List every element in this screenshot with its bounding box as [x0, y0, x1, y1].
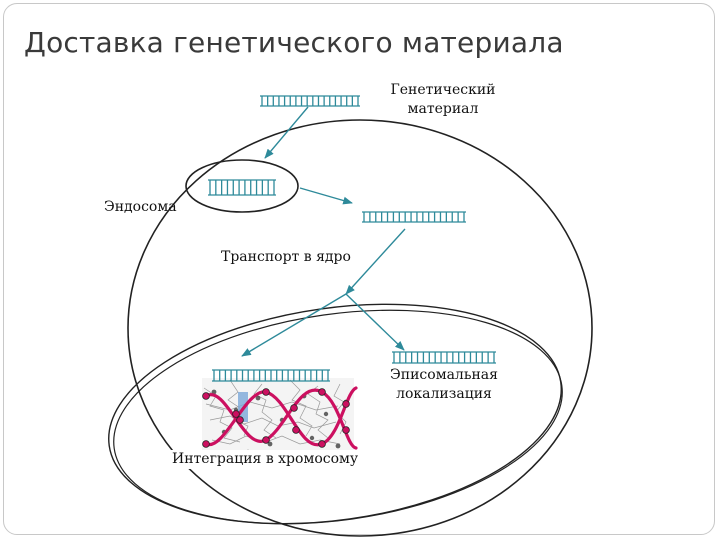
label-genetic-material-line1: Генетический	[390, 82, 496, 98]
slide-frame	[3, 3, 715, 535]
label-nuclear-transport: Транспорт в ядро	[221, 249, 351, 265]
label-endosome: Эндосома	[104, 199, 177, 215]
dna-fragment-episomal	[392, 351, 496, 364]
dna-fragments	[208, 95, 496, 382]
endosome	[185, 159, 299, 213]
dna-fragment-integrated	[212, 369, 330, 382]
label-episomal-line1: Эписомальная	[390, 367, 498, 383]
arrow-to-integration	[241, 293, 347, 357]
dna-fragment-cytoplasm	[362, 211, 466, 223]
arrow-uptake	[264, 106, 309, 159]
label-episomal-line2: локализация	[396, 386, 492, 402]
label-genetic-material: Генетический материал	[378, 81, 508, 119]
label-episomal: Эписомальная локализация	[380, 366, 508, 404]
label-genetic-material-line2: материал	[407, 101, 479, 117]
pathway-arrows	[241, 106, 406, 357]
arrow-nuclear-transport	[345, 228, 406, 295]
dna-fragment-endosome	[208, 179, 276, 196]
cell-membrane	[127, 119, 593, 537]
label-chromosome-integration: Интеграция в хромосому	[170, 450, 361, 469]
arrow-to-episome	[345, 293, 405, 351]
arrow-endosome-escape	[299, 187, 353, 205]
chromosome-illustration	[202, 378, 358, 456]
slide-title: Доставка генетического материала	[24, 26, 564, 59]
dna-fragment-extracellular	[260, 95, 360, 107]
